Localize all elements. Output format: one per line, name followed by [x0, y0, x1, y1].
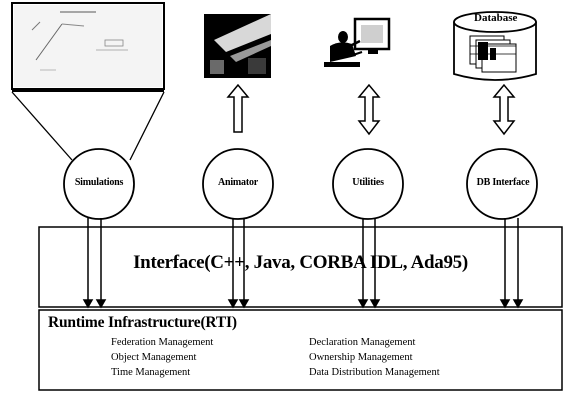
rti-layer: Runtime Infrastructure(RTI) Federation M…: [39, 310, 562, 390]
simulations-label: Simulations: [74, 177, 124, 188]
animator-label: Animator: [217, 177, 259, 188]
database-icon: [453, 11, 537, 81]
interface-bar: [38, 226, 563, 308]
connector-lines: [82, 218, 524, 309]
rti-item-declaration: Declaration Management: [309, 337, 416, 348]
db-interface-label: DB Interface: [476, 177, 530, 188]
db-bidirectional-arrow: [492, 83, 516, 136]
utilities-bidirectional-arrow: [357, 83, 381, 136]
interface-layer: Interface(C++, Java, CORBA IDL, Ada95): [39, 227, 562, 307]
rti-item-federation: Federation Management: [111, 337, 214, 348]
simulations-circle[interactable]: [63, 148, 135, 220]
utilities-photo: [324, 17, 391, 67]
rti-item-ownership: Ownership Management: [309, 352, 413, 363]
database-label: Database: [474, 12, 518, 24]
interface-label: Interface(C++, Java, CORBA IDL, Ada95): [133, 252, 468, 273]
utilities-circle[interactable]: [332, 148, 404, 220]
zoom-line-right: [129, 91, 165, 161]
animator-up-arrow: [226, 83, 250, 133]
animator-photo: [204, 14, 271, 78]
rti-item-data-distribution: Data Distribution Management: [309, 367, 440, 378]
rti-bar: [38, 309, 563, 391]
utilities-label: Utilities: [352, 177, 384, 188]
zoom-line-left: [11, 91, 73, 161]
animator-circle[interactable]: [202, 148, 274, 220]
rti-item-object: Object Management: [111, 352, 197, 363]
simulation-screenshot: [11, 2, 165, 92]
db-interface-circle[interactable]: [466, 148, 538, 220]
rti-title: Runtime Infrastructure(RTI): [48, 314, 237, 331]
rti-item-time: Time Management: [111, 367, 191, 378]
